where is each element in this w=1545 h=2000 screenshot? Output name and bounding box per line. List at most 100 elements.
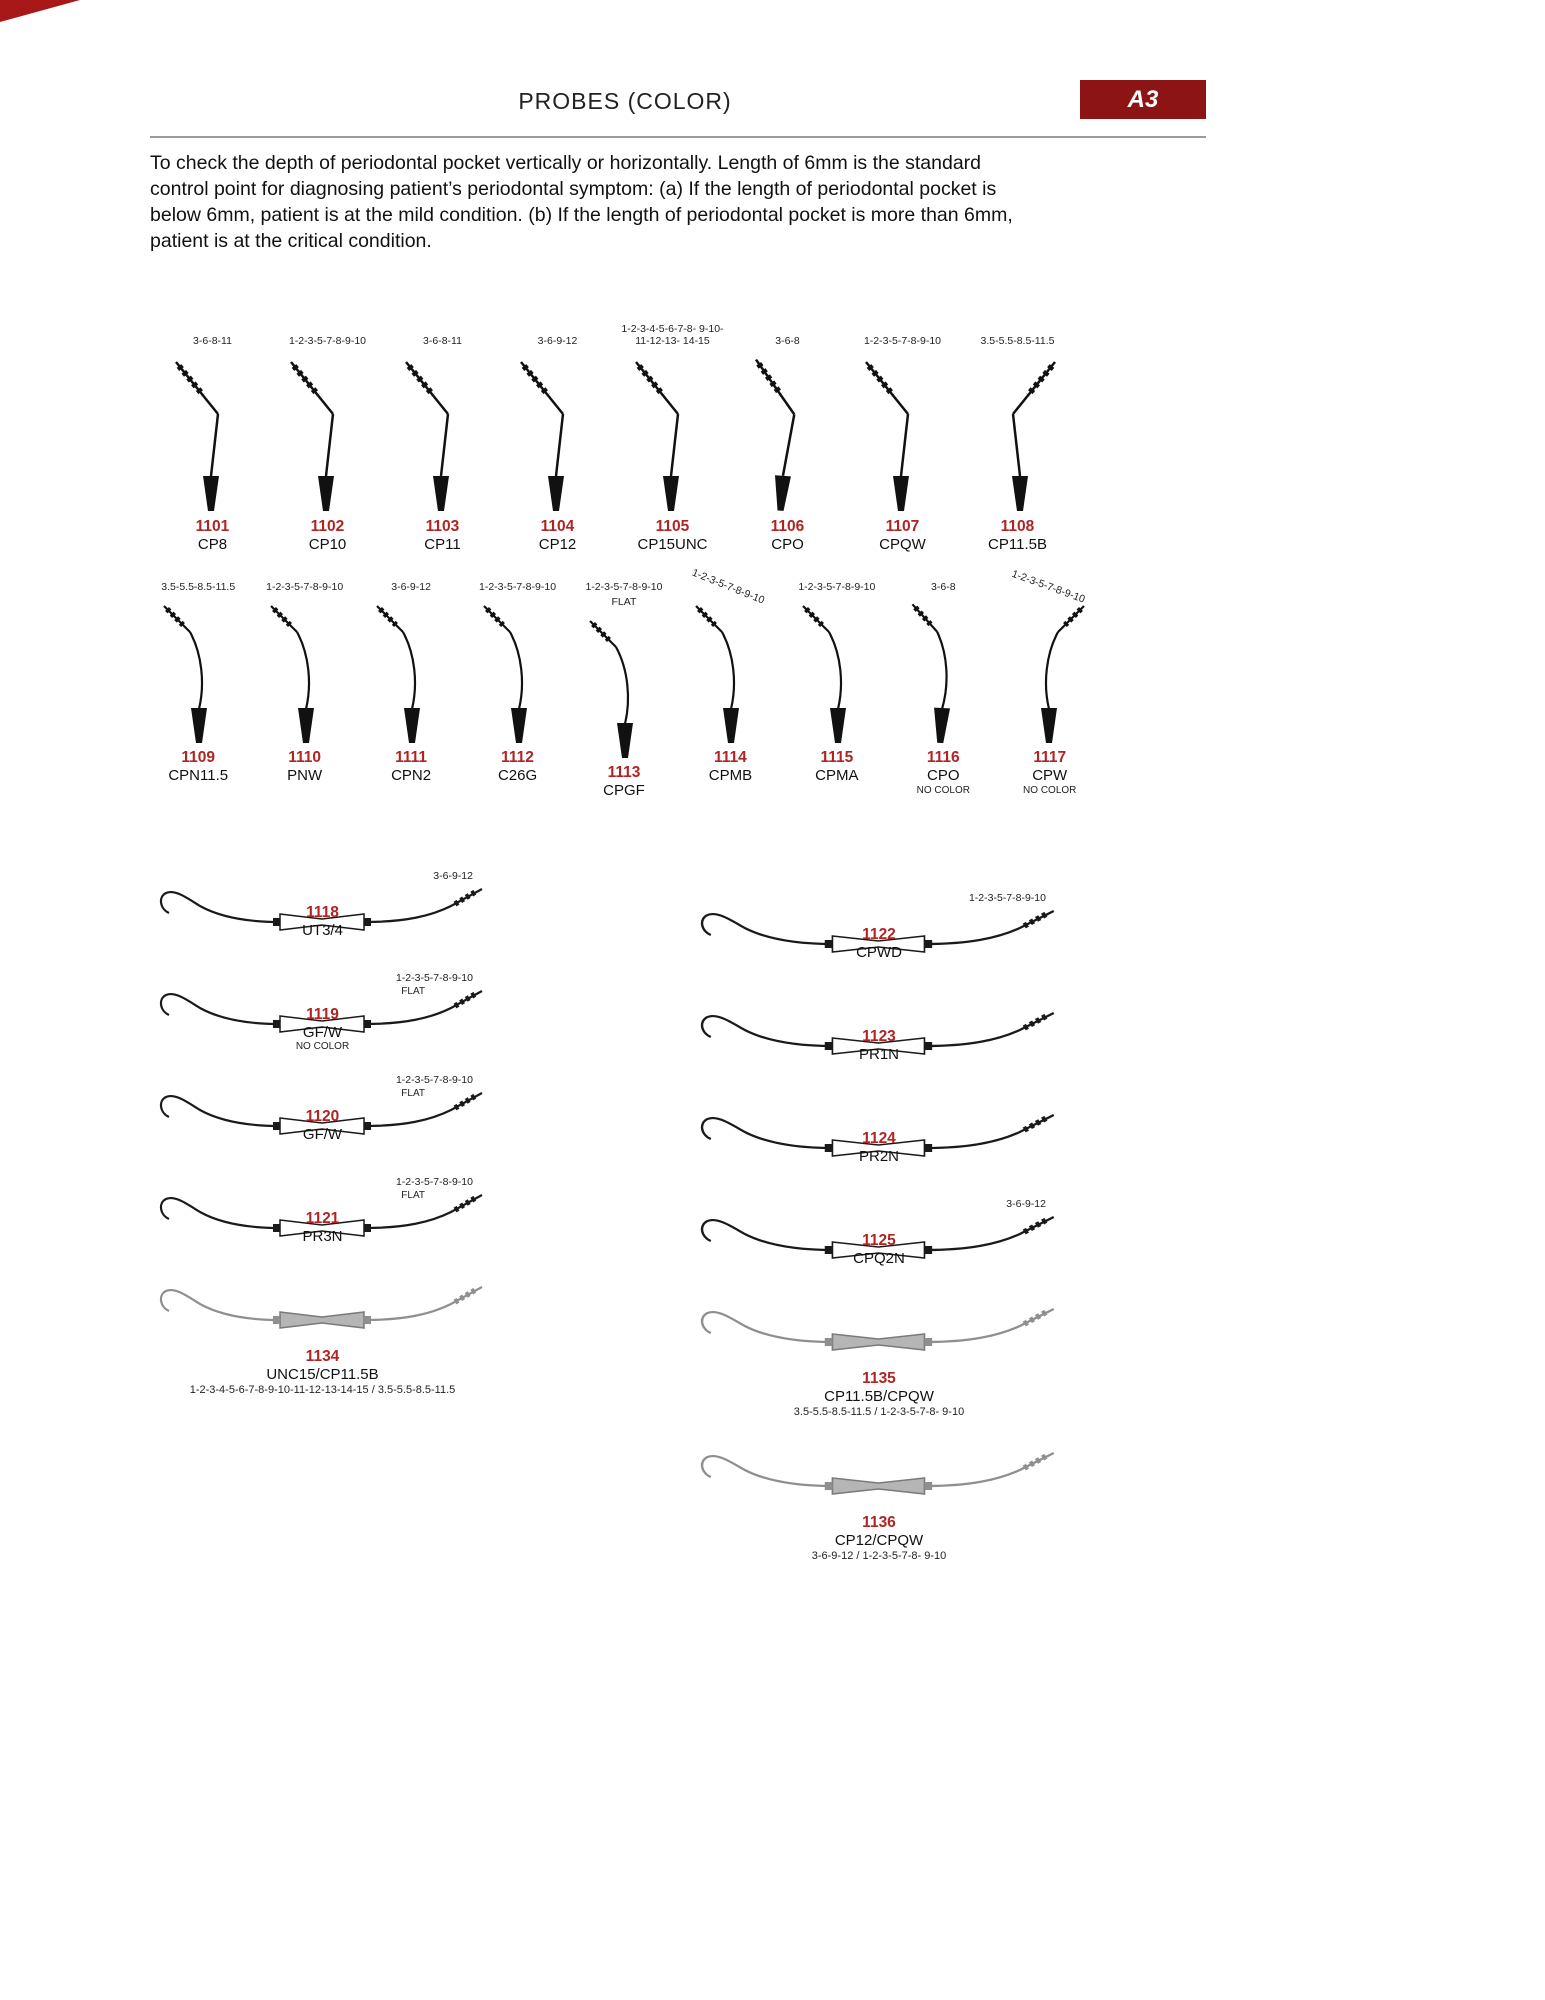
probe-card: 1-2-3-5-7-8-9-10 1107 CPQW — [845, 298, 960, 553]
instrument-model-name: UT3/4 — [302, 922, 343, 939]
probe-item-number: 1115 — [820, 749, 854, 766]
page-number-badge: A3 — [1080, 80, 1206, 119]
probe-scale-label: 3-6-8 — [931, 581, 956, 593]
probe-illustration — [361, 596, 461, 746]
probe-model-name: CPO — [771, 536, 804, 553]
probe-scale-label: 3-6-8-11 — [193, 335, 232, 347]
probe-card: 1-2-3-4-5-6-7-8- 9-10-11-12-13- 14-15 11… — [615, 298, 730, 553]
probe-illustration — [680, 596, 780, 746]
instrument-labels: 1121 PR3N — [302, 1210, 342, 1245]
probe-model-name: CPGF — [603, 782, 645, 799]
probe-model-name: CPN2 — [391, 767, 432, 784]
instrument-item-number: 1124 — [862, 1130, 896, 1147]
probe-card: 3-6-8 1116 CPO NO COLOR — [890, 568, 996, 799]
probe-item-number: 1114 — [714, 749, 747, 766]
probe-model-name: CPN11.5 — [168, 767, 229, 784]
probe-item-number: 1113 — [607, 764, 641, 781]
probe-scale-label: 3-6-8 — [775, 335, 800, 347]
probe-item-number: 1105 — [655, 518, 690, 535]
instrument-flat-label: FLAT — [401, 986, 425, 997]
probe-item-number: 1101 — [195, 518, 230, 535]
instrument-card: 1136 CP12/CPQW 3-6-9-12 / 1-2-3-5-7-8- 9… — [690, 1444, 1068, 1578]
probe-card: 1-2-3-5-7-8-9-10 1110 PNW — [251, 568, 357, 799]
probe-card: 1-2-3-5-7-8-9-10 1102 CP10 — [270, 298, 385, 553]
probe-model-name: CP8 — [197, 536, 228, 553]
instrument-card: 1-2-3-5-7-8-9-10 FLAT 1119 GF/W NO COLOR — [150, 972, 495, 1064]
probe-scale-label: 1-2-3-5-7-8-9-10 — [585, 581, 663, 593]
probe-illustration — [503, 350, 613, 515]
probe-model-name: CPW — [1032, 767, 1068, 784]
instrument-labels: 1124 PR2N — [859, 1130, 899, 1165]
instrument-item-number: 1122 — [862, 926, 896, 943]
probe-item-number: 1117 — [1033, 749, 1067, 766]
probe-illustration — [618, 350, 728, 515]
instrument-model-name: UNC15/CP11.5B — [266, 1366, 379, 1383]
probe-card: 1-2-3-5-7-8-9-10 1114 CPMB — [677, 567, 783, 799]
probe-note: NO COLOR — [916, 785, 970, 796]
instrument-card: 1-2-3-5-7-8-9-10 1122 CPWD — [690, 892, 1068, 984]
probe-card: 3-6-8-11 1103 CP11 — [385, 298, 500, 553]
probe-item-number: 1107 — [885, 518, 920, 535]
probe-model-name: CP11.5B — [988, 536, 1047, 553]
probe-scale-label: 1-2-3-5-7-8-9-10 — [798, 581, 876, 593]
instrument-card: 1135 CP11.5B/CPQW 3.5-5.5-8.5-11.5 / 1-2… — [690, 1300, 1068, 1434]
instrument-model-name: PR2N — [858, 1148, 900, 1165]
instrument-labels: 1134 UNC15/CP11.5B 1-2-3-4-5-6-7-8-9-10-… — [190, 1348, 456, 1396]
instrument-card: 1-2-3-5-7-8-9-10 FLAT 1121 PR3N — [150, 1176, 495, 1268]
instrument-labels: 1136 CP12/CPQW 3-6-9-12 / 1-2-3-5-7-8- 9… — [812, 1514, 947, 1562]
probe-card: 1-2-3-5-7-8-9-10 1112 C26G — [464, 568, 570, 799]
instrument-item-number: 1121 — [305, 1210, 340, 1227]
probe-illustration — [148, 596, 248, 746]
probe-card: 1-2-3-5-7-8-9-10 1117 CPW NO COLOR — [997, 568, 1103, 799]
instrument-flat-label: FLAT — [401, 1190, 425, 1201]
probe-item-number: 1106 — [770, 518, 805, 535]
instrument-illustration — [150, 982, 495, 1062]
header-divider — [150, 136, 1206, 138]
instruments-left-column: 3-6-9-12 1118 UT3/4 1-2-3-5-7-8-9-10 FLA… — [150, 870, 495, 1412]
instrument-item-number: 1119 — [306, 1006, 339, 1023]
instrument-model-name: CPQ2N — [853, 1250, 905, 1267]
instrument-card: 1134 UNC15/CP11.5B 1-2-3-4-5-6-7-8-9-10-… — [150, 1278, 495, 1412]
probe-card: 3-6-9-12 1111 CPN2 — [358, 568, 464, 799]
probe-scale-label: 3.5-5.5-8.5-11.5 — [980, 335, 1055, 347]
probe-card: 3.5-5.5-8.5-11.5 1108 CP11.5B — [960, 298, 1075, 553]
instrument-model-name: PR3N — [302, 1228, 343, 1245]
instrument-illustration — [150, 1186, 495, 1266]
probe-scale-label: 1-2-3-5-7-8-9-10 — [479, 581, 557, 593]
instrument-scale-label: 3-6-9-12 — [433, 870, 473, 882]
instrument-model-name: GF/W — [302, 1024, 343, 1041]
probe-card: 3-6-8-11 1101 CP8 — [155, 298, 270, 553]
instrument-flat-label: FLAT — [401, 1088, 425, 1099]
instrument-item-number: 1120 — [305, 1108, 340, 1125]
instrument-labels: 1123 PR1N — [859, 1028, 899, 1063]
instrument-illustration — [690, 1300, 1068, 1380]
instrument-item-number: 1135 — [862, 1370, 896, 1387]
instrument-card: 3-6-9-12 1125 CPQ2N — [690, 1198, 1068, 1290]
instrument-illustration — [690, 902, 1068, 982]
probe-scale-label: 1-2-3-5-7-8-9-10 — [266, 581, 344, 593]
probe-scale-label: 3-6-9-12 — [391, 581, 431, 593]
probe-scale-label: 1-2-3-5-7-8-9-10 — [288, 335, 367, 347]
instrument-model-name: CP12/CPQW — [834, 1532, 924, 1549]
instrument-illustration — [150, 880, 495, 960]
instrument-item-number: 1118 — [306, 904, 339, 921]
probes-row-1: 3-6-8-11 1101 CP8 1-2-3-5-7-8-9-10 1102 … — [155, 298, 1075, 553]
probe-model-name: CPMA — [815, 767, 859, 784]
probe-item-number: 1108 — [1000, 518, 1035, 535]
probe-item-number: 1111 — [395, 749, 428, 766]
instrument-labels: 1135 CP11.5B/CPQW 3.5-5.5-8.5-11.5 / 1-2… — [794, 1370, 964, 1418]
probe-item-number: 1103 — [425, 518, 460, 535]
instrument-scale-label: 3-6-9-12 — [1006, 1198, 1046, 1210]
probe-illustration — [787, 596, 887, 746]
probe-illustration — [848, 350, 958, 515]
instrument-scale-label: 1-2-3-5-7-8-9-10 — [968, 892, 1046, 904]
probe-item-number: 1112 — [501, 749, 534, 766]
probe-scale-label: 3.5-5.5-8.5-11.5 — [161, 581, 236, 593]
probe-scale-label: 1-2-3-4-5-6-7-8- 9-10-11-12-13- 14-15 — [621, 323, 724, 347]
instrument-model-name: CP11.5B/CPQW — [824, 1388, 934, 1405]
probes-row-2: 3.5-5.5-8.5-11.5 1109 CPN11.5 1-2-3-5-7-… — [145, 567, 1103, 799]
probe-scale-label: 3-6-9-12 — [537, 335, 578, 347]
probe-illustration — [158, 350, 268, 515]
probe-illustration — [255, 596, 355, 746]
